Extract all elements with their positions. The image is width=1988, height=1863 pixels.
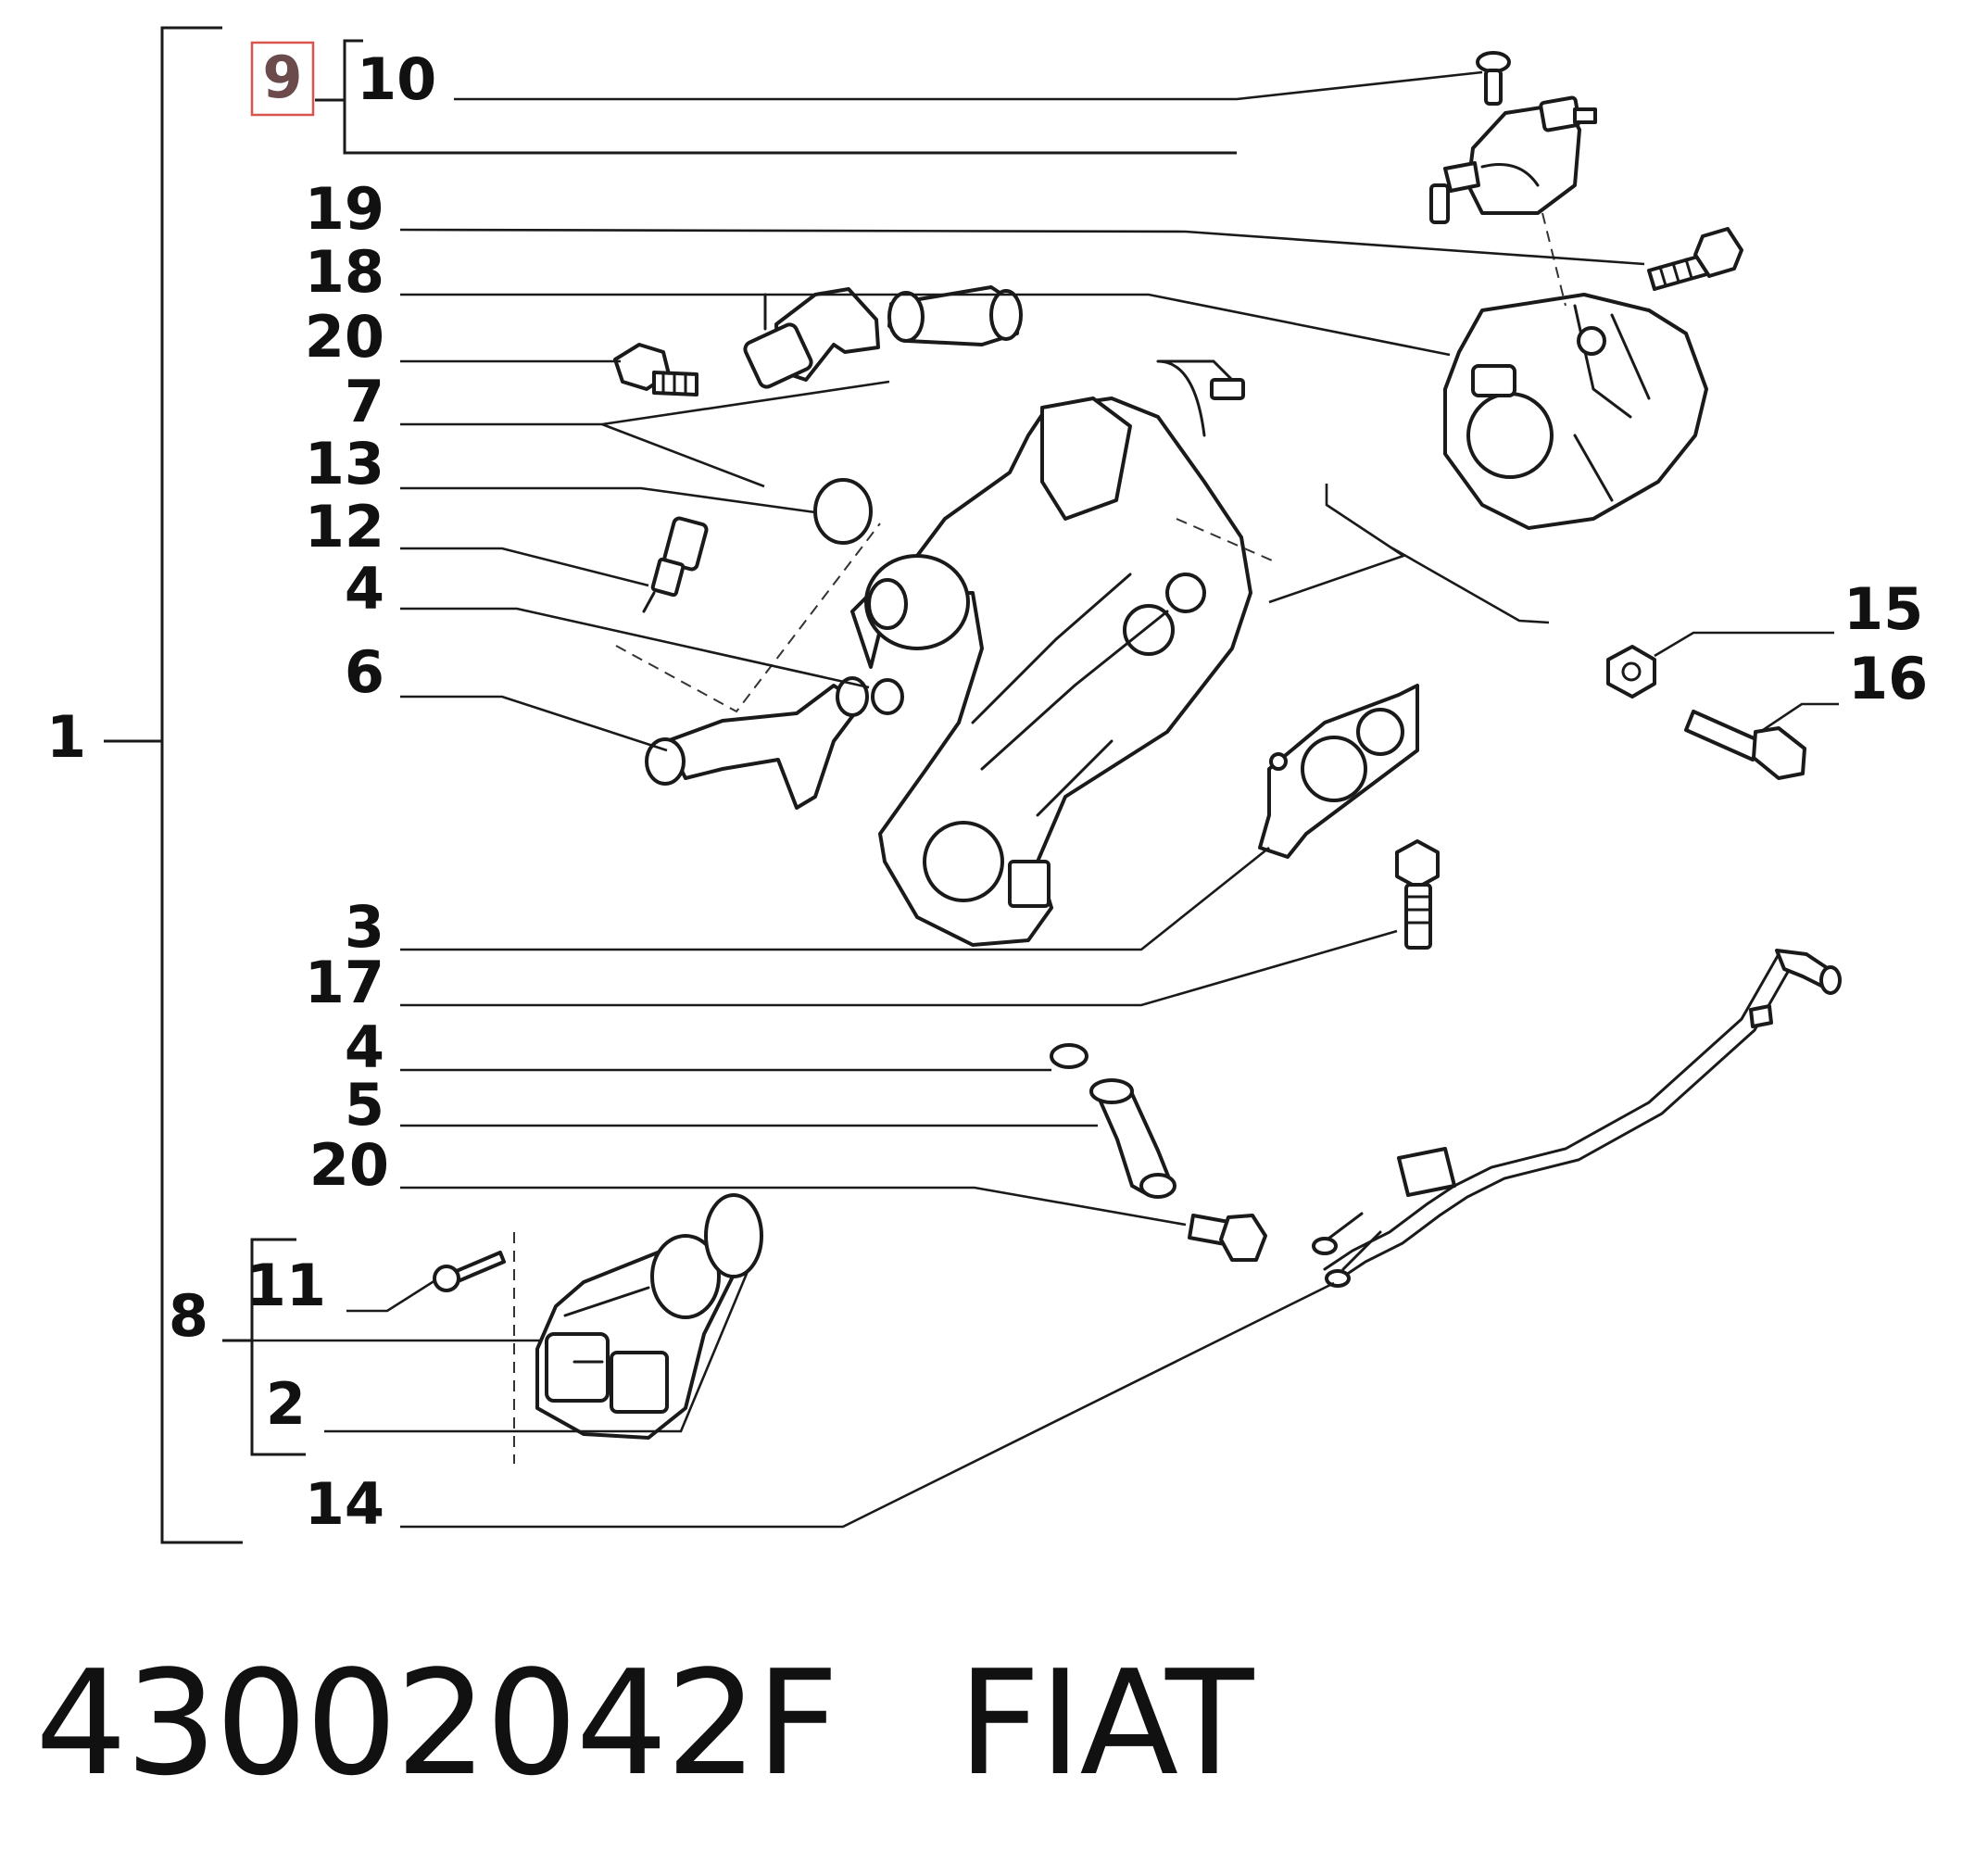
- part-4-o-ring-lower: [1050, 1043, 1088, 1069]
- part-main-egr-body: [850, 359, 1252, 947]
- diagram-caption: 43002042F FIAT: [35, 1639, 1254, 1807]
- part-4-o-ring-upper: [871, 678, 904, 715]
- part-number: 43002042F: [35, 1639, 839, 1807]
- part-20-bolt-upper: [613, 343, 698, 397]
- exploded-parts-diagram: 1 9 10 19 18 20 7 13 12 4 6 3 17 4 5 20 …: [46, 26, 1928, 1544]
- brand-name: FIAT: [957, 1639, 1254, 1807]
- callout-9[interactable]: 9: [262, 44, 302, 111]
- callout-16[interactable]: 16: [1848, 645, 1928, 712]
- part-10-screw: [1476, 51, 1511, 106]
- part-12-temperature-sensor: [642, 516, 709, 613]
- callout-2[interactable]: 2: [266, 1370, 306, 1438]
- leader-lines: [222, 70, 1839, 1529]
- part-11-screw: [433, 1251, 506, 1292]
- part-15-nut: [1606, 645, 1656, 699]
- callout-13[interactable]: 13: [305, 430, 384, 497]
- part-5-elbow-fitting: [1089, 1078, 1176, 1199]
- dashed-alignment-lines: [513, 212, 1566, 1464]
- callout-4-lower[interactable]: 4: [345, 1013, 384, 1081]
- callout-17[interactable]: 17: [305, 949, 384, 1016]
- callout-3[interactable]: 3: [345, 893, 384, 961]
- part-14-pipe-assembly: [1312, 949, 1842, 1288]
- part-3-gasket: [1258, 684, 1419, 859]
- part-17-bolt: [1395, 839, 1440, 950]
- part-2-seal-ring: [704, 1193, 763, 1278]
- selected-callout-highlight: [250, 41, 315, 117]
- body-connector-lines: [1268, 484, 1550, 624]
- part-13-o-ring: [813, 478, 873, 545]
- part-8-actuator-assembly: [535, 1234, 734, 1440]
- callout-1[interactable]: 1: [46, 703, 86, 771]
- callout-7[interactable]: 7: [345, 368, 384, 435]
- assembly-bracket-9: [315, 39, 1237, 155]
- callout-12[interactable]: 12: [305, 493, 384, 560]
- callout-10[interactable]: 10: [357, 45, 436, 113]
- assembly-bracket-1: [104, 26, 243, 1544]
- part-7-hose-with-clamp: [743, 285, 1023, 389]
- callout-20-lower[interactable]: 20: [309, 1131, 389, 1199]
- callout-15[interactable]: 15: [1843, 575, 1923, 643]
- callout-5[interactable]: 5: [345, 1071, 384, 1139]
- callout-11[interactable]: 11: [246, 1252, 326, 1319]
- part-19-bolt: [1647, 227, 1743, 291]
- part-16-bolt: [1684, 710, 1806, 780]
- callout-6[interactable]: 6: [345, 638, 384, 706]
- callout-14[interactable]: 14: [305, 1470, 384, 1538]
- callout-8[interactable]: 8: [169, 1282, 208, 1350]
- part-18-housing: [1443, 293, 1708, 530]
- part-20-bolt-lower: [1188, 1214, 1267, 1262]
- part-6-coolant-pipe: [645, 676, 869, 810]
- callout-20-upper[interactable]: 20: [305, 303, 384, 371]
- callout-19[interactable]: 19: [305, 175, 384, 243]
- callout-4-upper[interactable]: 4: [345, 555, 384, 623]
- callout-18[interactable]: 18: [305, 238, 384, 306]
- part-9-actuator-valve: [1429, 95, 1597, 224]
